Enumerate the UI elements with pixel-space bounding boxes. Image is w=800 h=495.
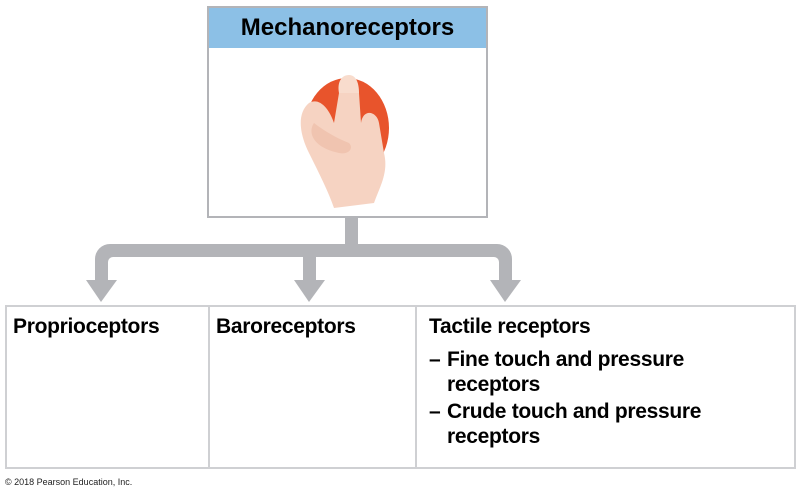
arrow-baroreceptors	[294, 280, 325, 302]
connector-arrows	[86, 214, 521, 302]
category-title: Tactile receptors	[429, 315, 591, 338]
category-tactile-receptors: Tactile receptors – Fine touch and press…	[415, 305, 796, 469]
mechanoreceptors-box: Mechanoreceptors	[207, 6, 488, 218]
connector-stem	[345, 214, 358, 250]
copyright-footer: © 2018 Pearson Education, Inc.	[5, 477, 133, 487]
category-title: Proprioceptors	[13, 315, 160, 338]
category-baroreceptors: Baroreceptors	[208, 305, 417, 469]
hand-squeezing-ball-image	[300, 75, 389, 208]
category-title: Baroreceptors	[216, 315, 356, 338]
category-proprioceptors: Proprioceptors	[5, 305, 210, 469]
mechanoreceptors-title: Mechanoreceptors	[209, 8, 486, 48]
arrow-tactile	[490, 280, 521, 302]
connector-bar	[95, 244, 512, 282]
arrow-proprioceptors	[86, 280, 117, 302]
